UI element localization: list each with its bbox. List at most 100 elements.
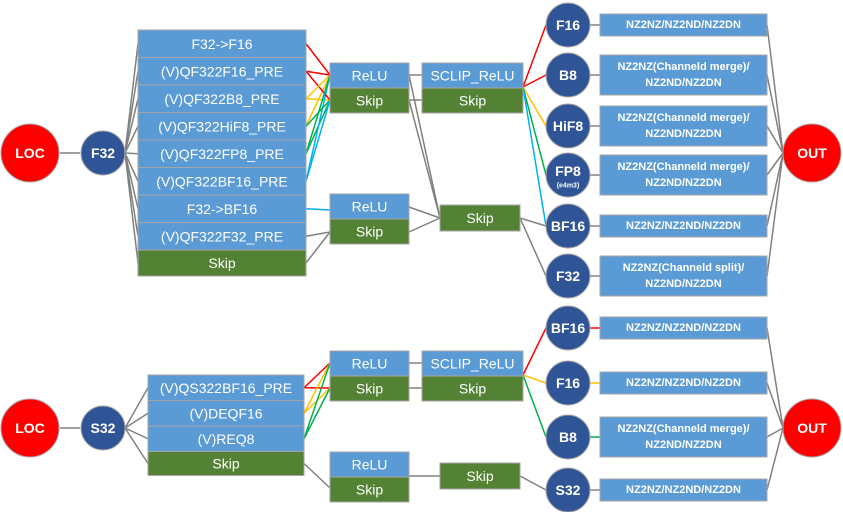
top-sclip-relu-label: SCLIP_ReLU — [430, 68, 514, 84]
top-dtype-5-circle — [545, 253, 591, 299]
top-layout-5-box — [599, 255, 768, 297]
top-act1-relu-box — [329, 62, 410, 89]
f32-to-quant-line-4 — [124, 152, 139, 155]
bottom-sclip-skip-box — [421, 375, 524, 402]
layout-to-out-line-3 — [766, 152, 784, 176]
layout-to-out-line-5 — [766, 152, 784, 277]
b-midskip-to-s32-line — [519, 475, 547, 491]
b-sclip-to-dtype-line-1 — [522, 374, 547, 384]
bottom-dtype-2-label: B8 — [559, 429, 577, 445]
top-dtype-3-label: FP8 — [555, 163, 581, 179]
top-quant-4-label: (V)QF322FP8_PRE — [160, 146, 284, 162]
quant-to-act1-line-4b — [305, 74, 331, 154]
top-mid-skip-label: Skip — [466, 210, 493, 226]
top-layout-2-label-line2: NZ2ND/NZ2DN — [645, 128, 721, 140]
quant-to-act1-line-1 — [305, 70, 331, 76]
bottom-sclip-relu-label: SCLIP_ReLU — [430, 356, 514, 372]
bottom-layout-2-label-line1: NZ2NZ(Channeld merge)/ — [617, 423, 749, 435]
bottom-layout-3-box — [599, 478, 768, 502]
bottom-s32-label: S32 — [91, 420, 116, 436]
top-quant-skip-label: Skip — [208, 255, 235, 271]
top-act1-skip-label: Skip — [356, 93, 383, 109]
top-f32-circle — [80, 130, 126, 176]
b-quant-to-act1-line-1 — [303, 362, 331, 414]
bottom-quant-1-label: (V)DEQF16 — [189, 405, 262, 421]
bottom-dtype-3-label: S32 — [556, 482, 581, 498]
top-dtype-2-label: HiF8 — [553, 118, 584, 134]
bottom-sclip-skip-label: Skip — [459, 381, 486, 397]
b-s32-to-quant-line-3 — [124, 427, 149, 464]
midskip-to-f32-line — [519, 217, 547, 277]
sclip-to-dtype-line-3 — [522, 86, 547, 176]
quant-skip-to-act2-line — [305, 231, 331, 264]
top-layout-3-box — [599, 154, 768, 196]
bottom-dtype-1-label: F16 — [556, 375, 580, 391]
bottom-quant-skip-label: Skip — [212, 456, 239, 472]
bottom-act2-skip-box — [329, 476, 410, 503]
bottom-layout-1-label: NZ2NZ/NZ2ND/NZ2DN — [626, 377, 741, 389]
bottom-sclip-relu-box — [421, 350, 524, 377]
top-dtype-0-circle — [545, 2, 591, 48]
bottom-act2-relu-label: ReLU — [352, 457, 388, 473]
quant-to-act1-line-3 — [305, 74, 331, 127]
top-dtype-4-label: BF16 — [551, 218, 585, 234]
b-sclip-to-dtype-line-0 — [522, 327, 547, 376]
act2relu-to-midskip-line — [408, 206, 441, 219]
quant-to-act1-line-2b — [305, 74, 331, 100]
top-dtype-1-label: B8 — [559, 67, 577, 83]
b-quantskip-to-act2skip-line — [303, 462, 331, 489]
bottom-layout-0-label: NZ2NZ/NZ2ND/NZ2DN — [626, 322, 741, 334]
b-quant-to-act1-line-0 — [303, 362, 331, 389]
b-layout-to-out-line-2 — [766, 427, 784, 438]
bottom-act1-relu-label: ReLU — [352, 356, 388, 372]
quant-to-act1-line-5 — [305, 74, 331, 182]
top-layout-4-label: NZ2NZ/NZ2ND/NZ2DN — [626, 220, 741, 232]
top-dtype-4-circle — [545, 203, 591, 249]
top-dtype-2-circle — [545, 103, 591, 149]
top-dtype-5-label: F32 — [556, 268, 580, 284]
bottom-act1-skip-label: Skip — [356, 381, 383, 397]
top-f32-label: F32 — [91, 145, 115, 161]
top-fp8-subtitle: (e4m3) — [557, 183, 580, 190]
bottom-act2-skip-label: Skip — [356, 482, 383, 498]
b-s32-to-quant-line-2 — [124, 427, 149, 440]
bottom-act1-relu-box — [329, 350, 410, 377]
top-mid-skip-box — [439, 204, 521, 232]
top-quant-1-label: (V)QF322F16_PRE — [161, 63, 283, 79]
sclip-to-dtype-line-1 — [522, 74, 547, 88]
top-quant-skip-box — [137, 249, 307, 277]
quant-to-act2-line-6 — [305, 208, 331, 211]
top-quant-5-box — [137, 167, 307, 196]
midskip-to-bf16-line — [519, 217, 547, 227]
top-quant-0-label: F32->F16 — [191, 36, 252, 52]
act1skip-to-midskip-line — [408, 99, 441, 219]
b-layout-to-out-line-3 — [766, 427, 784, 491]
b-sclip-to-dtype-line-2 — [522, 374, 547, 438]
top-loc-circle — [0, 123, 60, 183]
b-quant-to-act1-line-2 — [303, 362, 331, 439]
top-out-circle — [782, 123, 842, 183]
top-layout-2-label-line1: NZ2NZ(Channeld merge)/ — [617, 112, 749, 124]
act2-to-midskip-line — [408, 217, 441, 233]
bottom-loc-circle — [0, 398, 60, 458]
top-quant-3-box — [137, 112, 307, 141]
f32-to-quant-line-3 — [124, 125, 139, 154]
f32-to-quant-line-5 — [124, 152, 139, 182]
top-quant-7-label: (V)QF322F32_PRE — [161, 228, 283, 244]
bottom-quant-0-box — [147, 374, 305, 401]
b-layout-to-out-line-1 — [766, 382, 784, 429]
sclip-to-dtype-line-4 — [522, 86, 547, 227]
top-act2-relu-label: ReLU — [352, 199, 388, 215]
top-act2-skip-label: Skip — [356, 224, 383, 240]
top-quant-0-box — [137, 29, 307, 58]
top-act2-relu-box — [329, 193, 410, 220]
quant-to-act1-line-0 — [305, 43, 331, 76]
top-layout-3-label-line1: NZ2NZ(Channeld merge)/ — [617, 161, 749, 173]
f32-to-quant-line-2 — [124, 98, 139, 154]
top-quant-5-label: (V)QF322BF16_PRE — [156, 173, 288, 189]
top-layout-1-box — [599, 54, 768, 96]
top-layout-5-label-line1: NZ2NZ(Channeld split)/ — [623, 262, 745, 274]
bottom-dtype-0-label: BF16 — [551, 320, 585, 336]
f32-to-quant-line-1 — [124, 71, 139, 154]
